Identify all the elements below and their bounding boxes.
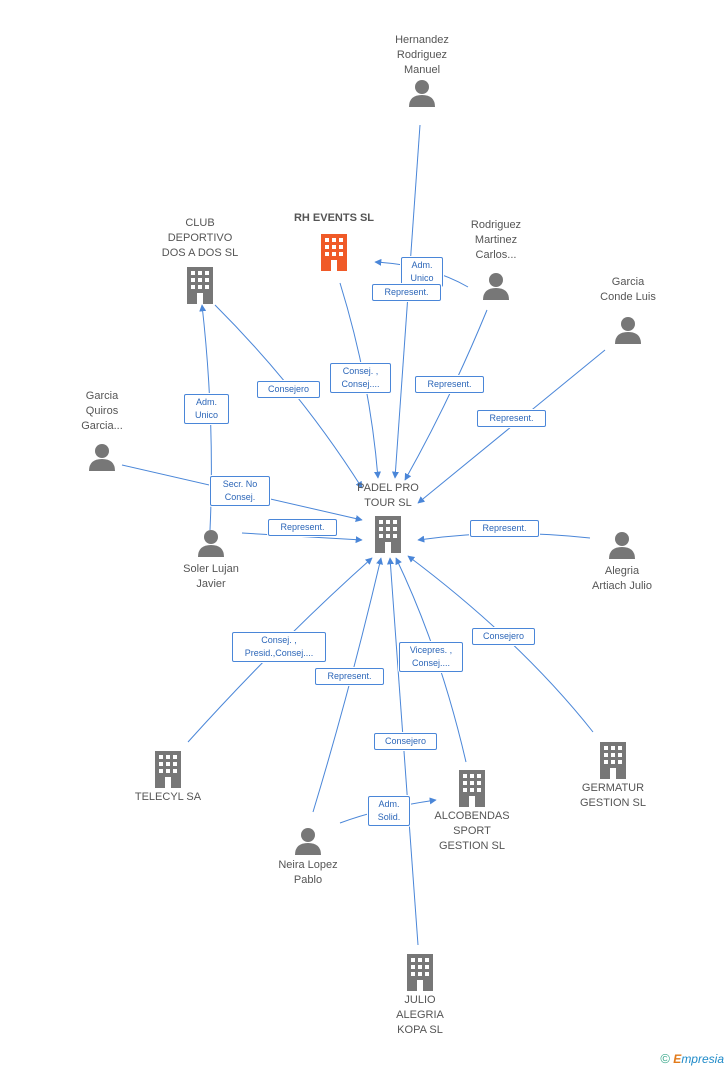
edge-label-represent[interactable]: Represent. — [315, 668, 384, 685]
edge-label-represent[interactable]: Represent. — [477, 410, 546, 427]
node-hernandez[interactable]: Hernandez Rodriguez Manuel — [372, 33, 472, 108]
edge-label-consej-presid[interactable]: Consej. , Presid.,Consej.... — [232, 632, 326, 662]
edge-hernandez-padel — [391, 124, 421, 479]
edge-label-adm-unico[interactable]: Adm. Unico — [401, 257, 443, 287]
edge-label-represent[interactable]: Represent. — [372, 284, 441, 301]
node-germatur[interactable]: GERMATUR GESTION SL — [563, 740, 663, 811]
node-label: RH EVENTS SL — [293, 212, 375, 224]
person-icon — [609, 532, 635, 559]
node-club-deportivo[interactable]: CLUB DEPORTIVO DOS A DOS SL — [150, 216, 250, 305]
building-icon — [459, 770, 485, 807]
edge-rodriguez-padel — [404, 309, 488, 481]
person-icon — [89, 444, 115, 471]
node-neira-lopez[interactable]: Neira Lopez Pablo — [258, 826, 358, 888]
node-label: Hernandez Rodriguez Manuel — [395, 34, 449, 76]
node-label: TELECYL SA — [134, 791, 202, 803]
person-icon — [483, 273, 509, 300]
node-garcia-conde[interactable]: Garcia Conde Luis — [578, 275, 678, 345]
building-icon — [155, 751, 181, 788]
node-alcobendas[interactable]: ALCOBENDAS SPORT GESTION SL — [422, 768, 522, 854]
edge-julio-padel — [386, 557, 419, 946]
node-garcia-quiros[interactable]: Garcia Quiros Garcia... — [52, 389, 152, 472]
node-label: PADEL PRO TOUR SL — [357, 482, 419, 509]
edge-label-vicepres[interactable]: Vicepres. , Consej.... — [399, 642, 463, 672]
edge-label-secr-no-consej[interactable]: Secr. No Consej. — [210, 476, 270, 506]
edge-label-represent[interactable]: Represent. — [415, 376, 484, 393]
node-label: Soler Lujan Javier — [183, 563, 239, 590]
node-rodriguez[interactable]: Rodriguez Martinez Carlos... — [446, 218, 546, 301]
node-alegria-artiach[interactable]: Alegria Artiach Julio — [572, 530, 672, 594]
node-label: CLUB DEPORTIVO DOS A DOS SL — [161, 217, 239, 259]
edge-neira-padel — [312, 557, 383, 813]
person-icon — [198, 530, 224, 557]
node-label: JULIO ALEGRIA KOPA SL — [396, 994, 444, 1036]
node-soler-lujan[interactable]: Soler Lujan Javier — [161, 528, 261, 592]
node-label: GERMATUR GESTION SL — [579, 782, 647, 809]
edge-label-represent[interactable]: Represent. — [268, 519, 337, 536]
node-label: Garcia Conde Luis — [600, 276, 656, 303]
building-icon — [375, 516, 401, 553]
node-label: Garcia Quiros Garcia... — [81, 390, 123, 432]
edge-label-adm-unico[interactable]: Adm. Unico — [184, 394, 229, 424]
node-label: Alegria Artiach Julio — [592, 565, 652, 592]
brand-name: mpresia — [681, 1052, 724, 1066]
person-icon — [409, 80, 435, 107]
edge-label-consejero[interactable]: Consejero — [374, 733, 437, 750]
empresia-logo: © Empresia — [660, 1051, 724, 1066]
node-padel-pro-tour[interactable]: PADEL PRO TOUR SL — [338, 481, 438, 554]
node-label: Rodriguez Martinez Carlos... — [470, 219, 522, 261]
copyright-symbol: © — [660, 1051, 670, 1066]
node-julio-alegria-kopa[interactable]: JULIO ALEGRIA KOPA SL — [370, 952, 470, 1038]
person-icon — [615, 317, 641, 344]
person-icon — [295, 828, 321, 855]
building-icon — [187, 267, 213, 304]
edge-label-represent[interactable]: Represent. — [470, 520, 539, 537]
building-icon — [407, 954, 433, 991]
edge-label-consejero[interactable]: Consejero — [472, 628, 535, 645]
node-label: Neira Lopez Pablo — [278, 859, 338, 886]
edge-label-consej[interactable]: Consej. , Consej.... — [330, 363, 391, 393]
node-telecyl[interactable]: TELECYL SA — [118, 749, 218, 805]
node-rh-events[interactable]: RH EVENTS SL — [282, 211, 386, 272]
edge-label-adm-solid[interactable]: Adm. Solid. — [368, 796, 410, 826]
building-icon — [600, 742, 626, 779]
edge-soler-padel — [241, 532, 363, 544]
brand-initial: E — [673, 1052, 682, 1066]
node-label: ALCOBENDAS SPORT GESTION SL — [434, 810, 510, 852]
edge-label-consejero[interactable]: Consejero — [257, 381, 320, 398]
building-icon — [321, 234, 347, 271]
